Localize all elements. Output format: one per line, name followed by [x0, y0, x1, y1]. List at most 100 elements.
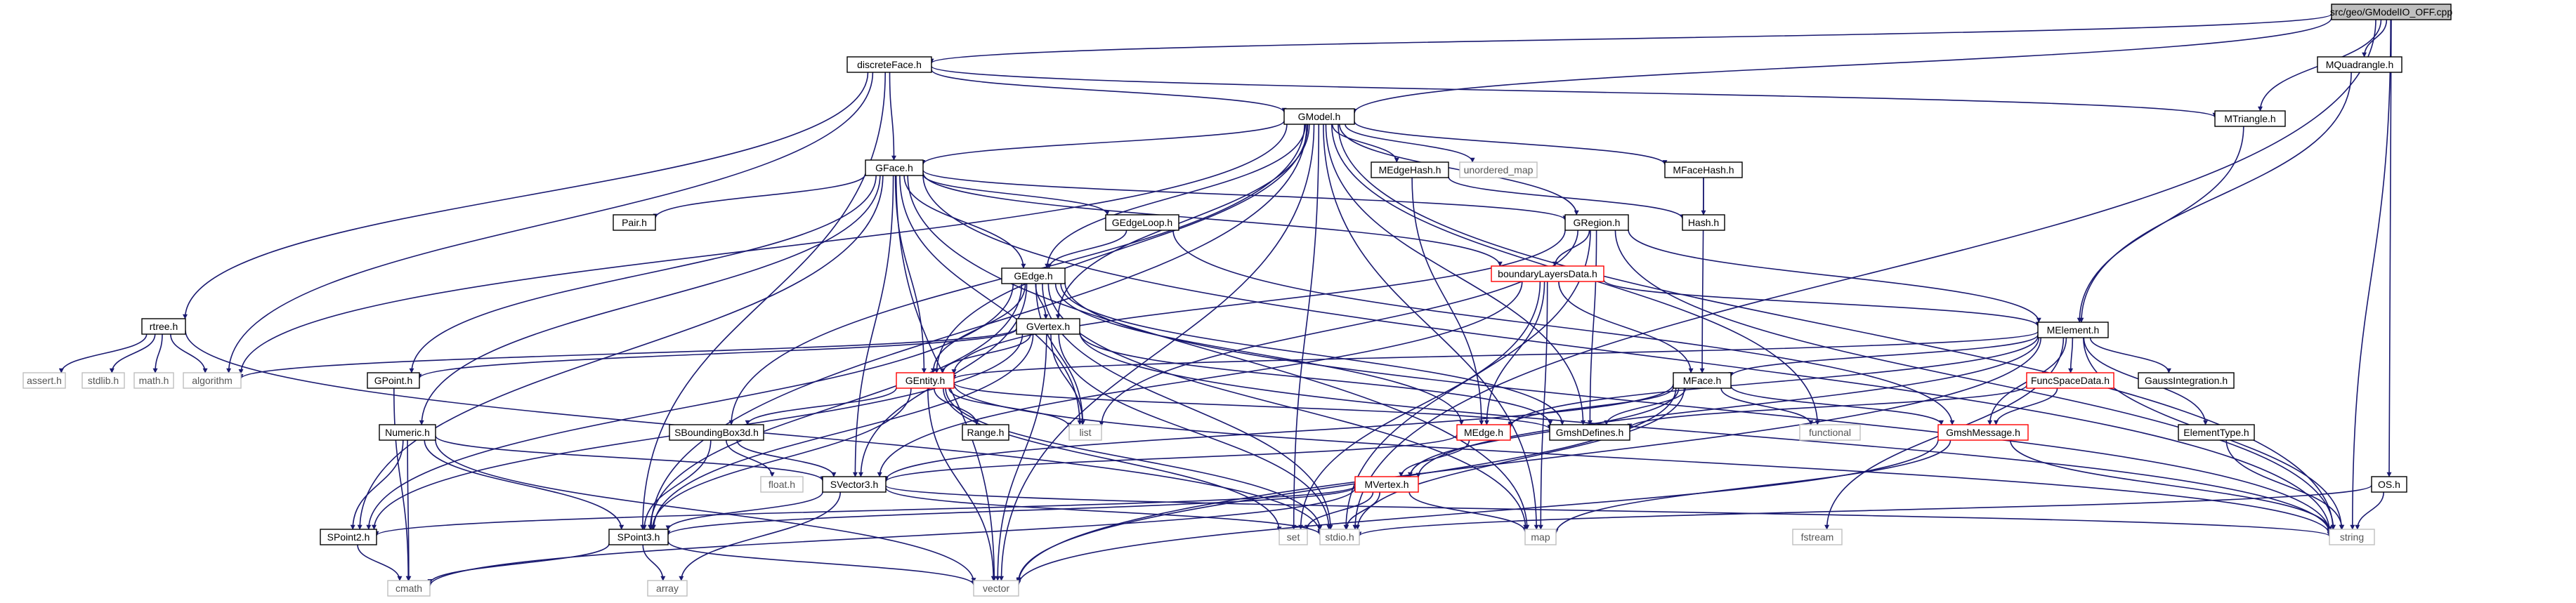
- node-box-MEdge[interactable]: [1456, 424, 1511, 441]
- node-box-MVertex[interactable]: [1354, 476, 1419, 493]
- include-edge-GVertex-to-string: [1079, 331, 2332, 534]
- node-box-Hash[interactable]: [1682, 214, 1725, 231]
- node-GEntity[interactable]: GEntity.h: [896, 372, 955, 389]
- node-label-cmath: cmath: [395, 583, 422, 594]
- include-edge-GEdge-to-GmshDefines: [1060, 283, 1565, 425]
- node-box-MQuadrangle[interactable]: [2317, 56, 2402, 73]
- include-edge-GVertex-to-vector: [995, 333, 1047, 581]
- node-box-ElementType[interactable]: [2178, 424, 2255, 441]
- node-MEdgeHash[interactable]: MEdgeHash.h: [1371, 161, 1449, 178]
- node-box-boundaryLayersData[interactable]: [1491, 265, 1604, 282]
- node-Numeric[interactable]: Numeric.h: [379, 424, 436, 441]
- node-SPoint3[interactable]: SPoint3.h: [608, 529, 669, 545]
- node-label-vector: vector: [983, 583, 1009, 594]
- include-edge-GEdge-to-SPoint3: [648, 283, 1023, 530]
- node-box-GmshDefines[interactable]: [1549, 424, 1630, 441]
- node-GEdge[interactable]: GEdge.h: [1001, 267, 1066, 284]
- node-OS[interactable]: OS.h: [2371, 476, 2407, 493]
- include-edge-MQuadrangle-to-MElement: [2079, 72, 2352, 323]
- node-MVertex[interactable]: MVertex.h: [1354, 476, 1419, 493]
- node-box-GEdgeLoop[interactable]: [1105, 214, 1179, 231]
- node-box-Range[interactable]: [962, 424, 1009, 441]
- node-box-SPoint3[interactable]: [608, 529, 669, 545]
- node-box-GRegion[interactable]: [1564, 214, 1629, 231]
- node-box-SBoundingBox3d[interactable]: [669, 424, 764, 441]
- node-label-fstream: fstream: [1801, 531, 1834, 543]
- node-MEdge[interactable]: MEdge.h: [1456, 424, 1511, 441]
- node-MElement[interactable]: MElement.h: [2037, 322, 2109, 338]
- node-box-MFace[interactable]: [1673, 372, 1732, 389]
- node-label-SPoint2: SPoint2.h: [327, 531, 370, 543]
- node-GmshDefines[interactable]: GmshDefines.h: [1549, 424, 1630, 441]
- node-MFace[interactable]: MFace.h: [1673, 372, 1732, 389]
- node-label-array: array: [656, 583, 679, 594]
- node-box-GPoint[interactable]: [367, 372, 420, 389]
- include-edge-root-to-MQuadrangle: [2362, 19, 2388, 58]
- node-box-GmshMessage[interactable]: [1937, 424, 2029, 441]
- node-label-stdio: stdio.h: [1325, 531, 1354, 543]
- node-discreteFace[interactable]: discreteFace.h: [846, 56, 932, 73]
- node-box-cmath: [387, 580, 431, 597]
- node-box-GVertex[interactable]: [1016, 318, 1080, 335]
- node-label-GmshDefines: GmshDefines.h: [1556, 427, 1623, 438]
- node-label-algorithm: algorithm: [192, 375, 233, 386]
- node-GaussIntegration[interactable]: GaussIntegration.h: [2138, 372, 2235, 389]
- node-rtree[interactable]: rtree.h: [141, 318, 186, 335]
- node-Hash[interactable]: Hash.h: [1682, 214, 1725, 231]
- include-edge-GPoint-to-cmath: [393, 387, 411, 581]
- include-edge-rtree-to-math: [152, 333, 163, 373]
- node-box-discreteFace[interactable]: [846, 56, 932, 73]
- node-MQuadrangle[interactable]: MQuadrangle.h: [2317, 56, 2402, 73]
- node-box-Numeric[interactable]: [379, 424, 436, 441]
- node-SBoundingBox3d[interactable]: SBoundingBox3d.h: [669, 424, 764, 441]
- node-boundaryLayersData[interactable]: boundaryLayersData.h: [1491, 265, 1604, 282]
- node-box-stdio: [1319, 529, 1360, 545]
- node-GModel[interactable]: GModel.h: [1283, 108, 1355, 125]
- node-box-Pair[interactable]: [613, 214, 656, 231]
- include-edge-SPoint3-to-array: [642, 544, 666, 581]
- edge-layer: [58, 13, 2392, 587]
- node-box-set: [1279, 529, 1308, 545]
- node-box-MElement[interactable]: [2037, 322, 2109, 338]
- node-box-GFace[interactable]: [865, 159, 924, 176]
- node-label-list: list: [1079, 427, 1091, 438]
- node-GmshMessage[interactable]: GmshMessage.h: [1937, 424, 2029, 441]
- node-label-MEdgeHash: MEdgeHash.h: [1379, 164, 1441, 175]
- node-box-MEdgeHash[interactable]: [1371, 161, 1449, 178]
- node-ElementType[interactable]: ElementType.h: [2178, 424, 2255, 441]
- include-edge-MVertex-to-cmath: [427, 487, 1356, 587]
- node-Pair[interactable]: Pair.h: [613, 214, 656, 231]
- node-box-OS[interactable]: [2371, 476, 2407, 493]
- node-GVertex[interactable]: GVertex.h: [1016, 318, 1080, 335]
- include-edge-MVertex-to-map: [1408, 491, 1528, 533]
- node-GEdgeLoop[interactable]: GEdgeLoop.h: [1105, 214, 1179, 231]
- include-edge-MFace-to-vector: [1016, 387, 1677, 583]
- node-GFace[interactable]: GFace.h: [865, 159, 924, 176]
- include-edge-GVertex-to-GPoint: [417, 329, 1017, 379]
- include-edge-root-to-stdio: [1352, 19, 2376, 530]
- node-MFaceHash[interactable]: MFaceHash.h: [1664, 161, 1743, 178]
- node-MTriangle[interactable]: MTriangle.h: [2214, 110, 2286, 127]
- node-box-stdlib: [81, 372, 125, 389]
- node-box-GEdge[interactable]: [1001, 267, 1066, 284]
- include-edge-boundaryLayersData-to-MElement: [1603, 279, 2041, 327]
- node-box-MTriangle[interactable]: [2214, 110, 2286, 127]
- node-box-rtree[interactable]: [141, 318, 186, 335]
- node-box-FuncSpaceData[interactable]: [2026, 372, 2114, 389]
- node-box-MFaceHash[interactable]: [1664, 161, 1743, 178]
- node-FuncSpaceData[interactable]: FuncSpaceData.h: [2026, 372, 2114, 389]
- node-GRegion[interactable]: GRegion.h: [1564, 214, 1629, 231]
- node-SPoint2[interactable]: SPoint2.h: [320, 529, 377, 545]
- node-label-Numeric: Numeric.h: [385, 427, 430, 438]
- node-SVector3[interactable]: SVector3.h: [822, 476, 887, 493]
- node-box-GModel[interactable]: [1283, 108, 1355, 125]
- node-Range[interactable]: Range.h: [962, 424, 1009, 441]
- node-GPoint[interactable]: GPoint.h: [367, 372, 420, 389]
- include-edge-MEdgeHash-to-MEdge: [1411, 177, 1484, 425]
- node-box-SPoint2[interactable]: [320, 529, 377, 545]
- node-box-GEntity[interactable]: [896, 372, 955, 389]
- node-label-GVertex: GVertex.h: [1026, 321, 1070, 332]
- node-box-SVector3[interactable]: [822, 476, 887, 493]
- node-box-GaussIntegration[interactable]: [2138, 372, 2235, 389]
- include-edge-MElement-to-MVertex: [1416, 337, 2039, 478]
